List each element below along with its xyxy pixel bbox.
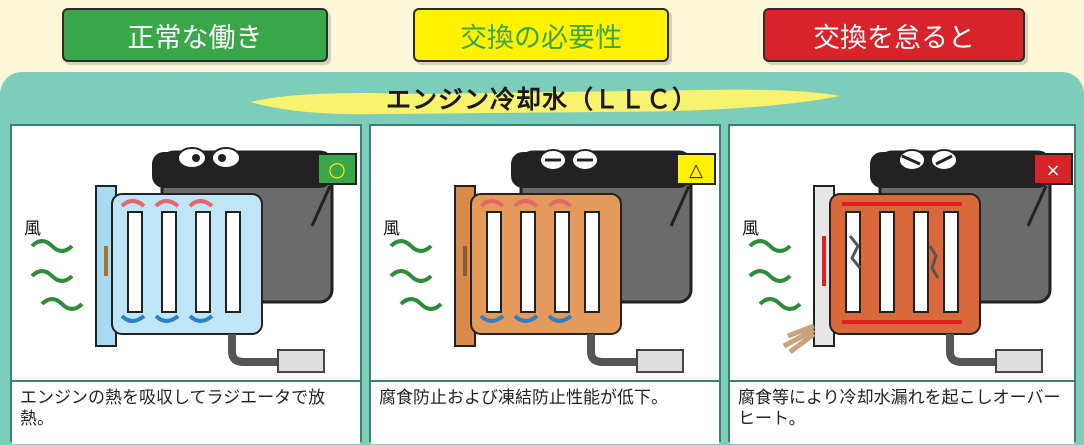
wind-label: 風 [742, 219, 759, 239]
coolant-panel: エンジン冷却水（ＬＬＣ） [0, 72, 1084, 445]
caption-neglect: 腐食等により冷却水漏れを起こしオーバーヒート。 [730, 380, 1074, 444]
title-banner: エンジン冷却水（ＬＬＣ） [0, 72, 1084, 122]
caption-normal: エンジンの熱を吸収してラジエータで放熱。 [12, 380, 360, 444]
radiator-degraded-illustration: △ [389, 149, 716, 373]
radiator-leaking-illustration: × [748, 149, 1073, 373]
flag-symbol-ng: × [1045, 160, 1060, 181]
panel-title: エンジン冷却水（ＬＬＣ） [385, 85, 698, 114]
card-neglect: × [728, 124, 1076, 444]
illustration-normal: ○ [12, 126, 360, 380]
flag-symbol-ok: ○ [328, 157, 345, 181]
tab-normal-function[interactable]: 正常な働き [62, 8, 328, 62]
radiator-normal-illustration: ○ [30, 147, 357, 373]
caption-replacement: 腐食防止および凍結防止性能が低下。 [371, 380, 719, 444]
wind-label: 風 [383, 219, 400, 239]
face-happy-icon [177, 147, 241, 169]
card-normal: ○ [10, 124, 362, 444]
tab-bar: 正常な働き 交換の必要性 交換を怠ると [0, 8, 1084, 64]
tab-replacement-need[interactable]: 交換の必要性 [413, 8, 669, 62]
card-replacement: △ [369, 124, 721, 444]
face-distressed-icon [898, 149, 958, 171]
flag-symbol-warning: △ [689, 160, 703, 181]
card-row: ○ [10, 124, 1076, 444]
tab-neglect-consequence[interactable]: 交換を怠ると [763, 8, 1025, 62]
illustration-neglect: × [730, 126, 1074, 380]
wind-label: 風 [24, 219, 41, 239]
face-neutral-icon [539, 149, 599, 171]
illustration-replacement: △ [371, 126, 719, 380]
yellow-brush-stroke [250, 89, 840, 115]
